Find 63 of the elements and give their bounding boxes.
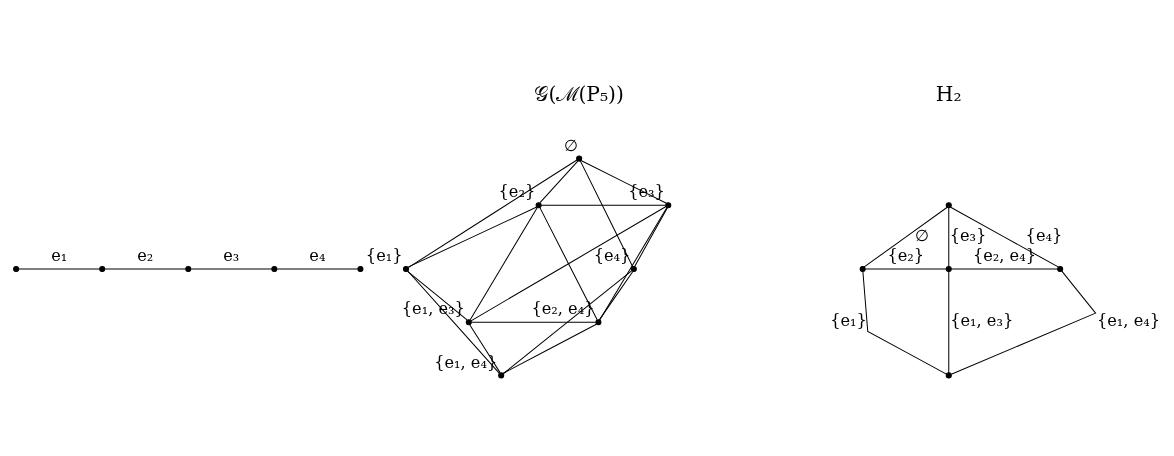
node-circle xyxy=(664,202,671,209)
node-label: {e₁} xyxy=(365,246,403,266)
node-circle xyxy=(945,202,952,209)
connector xyxy=(18,268,100,270)
connector xyxy=(863,206,948,268)
connector xyxy=(947,207,949,267)
node-circle xyxy=(945,265,952,273)
connector xyxy=(104,268,186,270)
connector xyxy=(276,268,358,270)
node-circle xyxy=(594,319,601,326)
connector xyxy=(470,321,596,323)
connector xyxy=(598,207,667,321)
connector xyxy=(540,204,666,206)
connector xyxy=(947,271,949,374)
edge-label: {e₁, e₄} xyxy=(1096,311,1160,331)
connector xyxy=(539,160,578,204)
node-circle xyxy=(575,155,582,162)
node-circle xyxy=(535,202,542,209)
connector xyxy=(407,159,577,268)
connector xyxy=(949,206,1059,268)
connector xyxy=(598,271,633,321)
connector xyxy=(470,206,667,322)
label: H₂ xyxy=(935,82,962,107)
connector xyxy=(633,207,668,267)
node-circle xyxy=(859,265,866,273)
connector xyxy=(950,268,1058,270)
node-circle xyxy=(497,372,504,379)
edge-label: ∅ xyxy=(914,225,929,245)
label: 𝒢(ℳ(P₅)) xyxy=(533,82,624,107)
node-circle xyxy=(98,265,105,273)
node-circle xyxy=(356,265,363,273)
node-circle xyxy=(945,372,952,379)
node-circle xyxy=(184,265,191,273)
connector xyxy=(950,270,1096,375)
node-circle xyxy=(630,265,637,273)
edge-label: e₂ xyxy=(136,245,153,265)
node-label: {e₄} xyxy=(593,246,630,266)
connector xyxy=(407,206,537,268)
connector xyxy=(190,268,272,270)
edge-label: e₁ xyxy=(50,245,67,265)
connector xyxy=(406,270,500,374)
connector xyxy=(406,270,468,321)
edge-label: {e₁, e₃} xyxy=(949,311,1013,331)
edge-label: {e₂, e₄} xyxy=(972,245,1036,265)
edge-label: e₃ xyxy=(222,245,239,265)
node-circle xyxy=(465,319,472,326)
connector xyxy=(501,323,597,374)
node-label: ∅ xyxy=(563,135,578,155)
edge-label: e₄ xyxy=(308,245,325,265)
connector xyxy=(502,270,632,374)
edge-label: {e₄} xyxy=(1025,225,1062,245)
edge-label: {e₃} xyxy=(949,225,986,245)
edge-label: {e₁} xyxy=(829,311,867,331)
node-circle xyxy=(270,265,277,273)
connector xyxy=(538,207,598,321)
edge-label: {e₂} xyxy=(886,245,924,265)
connector xyxy=(579,160,633,268)
connector xyxy=(861,271,947,375)
connector xyxy=(864,268,947,270)
connector xyxy=(469,207,538,321)
node-circle xyxy=(12,265,19,273)
node-circle xyxy=(402,265,409,273)
node-circle xyxy=(1056,265,1063,273)
